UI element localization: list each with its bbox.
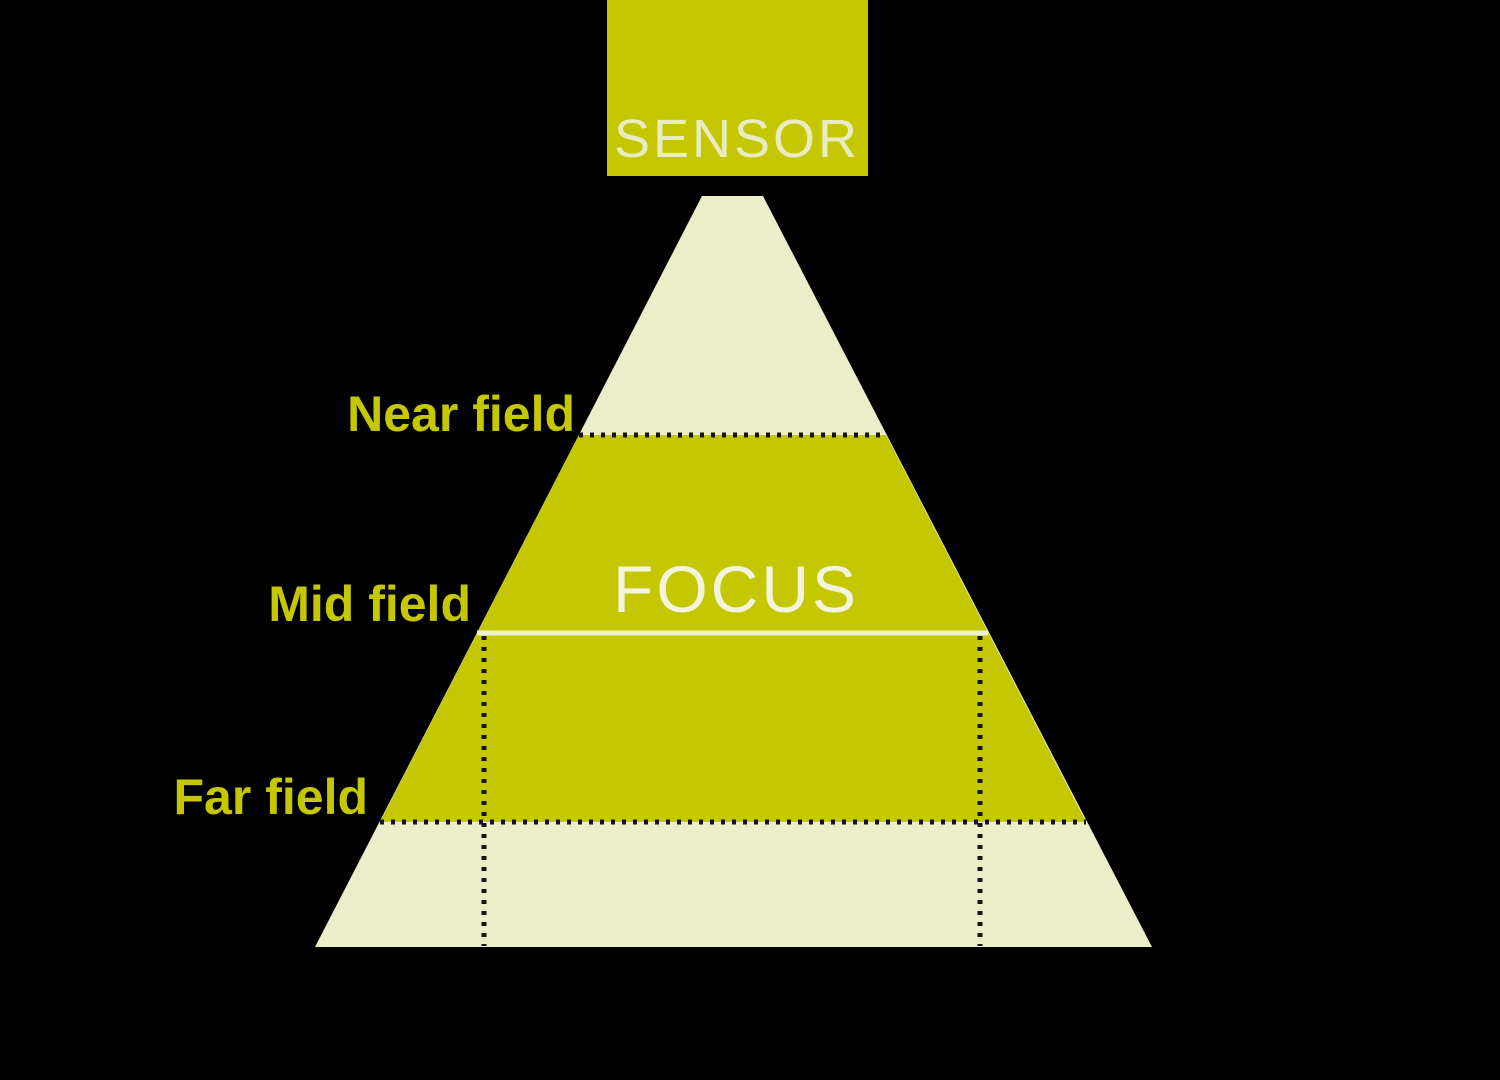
mid-field-label: Mid field <box>268 576 471 632</box>
near-field-label: Near field <box>347 386 575 442</box>
far-field-label: Far field <box>174 769 368 825</box>
focus-band <box>380 435 1086 822</box>
focus-label: FOCUS <box>613 552 859 626</box>
sensor-label: SENSOR <box>614 109 860 169</box>
sensor-box <box>607 0 868 176</box>
